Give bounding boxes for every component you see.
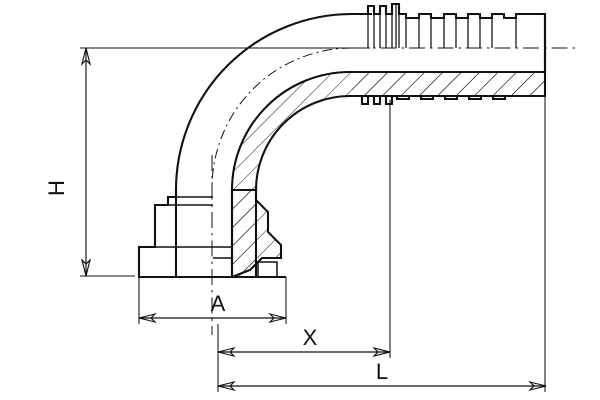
dimension-X-arrow-right [372, 346, 391, 358]
flange-head [137, 188, 287, 392]
dimension-H-arrow-top [80, 47, 92, 66]
centerlines [211, 47, 575, 335]
barb-wall-fill [352, 72, 545, 96]
elbow-outer-arc [174, 12, 372, 277]
barb-serration-ticks-upper [367, 4, 517, 48]
dimension-A-arrow-left [138, 312, 157, 324]
barb-lower-outline [352, 94, 545, 106]
flange-step-edges [155, 190, 232, 248]
dimension-L-label: L [376, 359, 388, 384]
elbow-wall-outline [230, 70, 546, 277]
dimension-A-arrow-right [268, 312, 287, 324]
hose-barb-shank [352, 2, 547, 392]
bend-centerline-arc [211, 47, 353, 189]
dimension-L: L [217, 359, 547, 392]
flange-bolt-detail [257, 261, 278, 278]
dimension-A: A [138, 291, 287, 324]
dimension-H-label: H [44, 180, 69, 196]
dimension-X-label: X [303, 325, 318, 350]
elbow-bore-outline [254, 94, 546, 277]
dimension-L-arrow-right [528, 380, 547, 392]
dimension-H: H [44, 47, 92, 277]
dimension-X-arrow-left [217, 346, 236, 358]
dimension-H-arrow-bottom [80, 258, 92, 277]
dimension-L-arrow-left [217, 380, 236, 392]
h-reference-lines [80, 47, 370, 277]
flange-left-outline [137, 190, 286, 279]
flange-section-fill [232, 190, 281, 277]
dimension-A-label: A [211, 291, 226, 316]
dimension-X: X [217, 325, 391, 358]
